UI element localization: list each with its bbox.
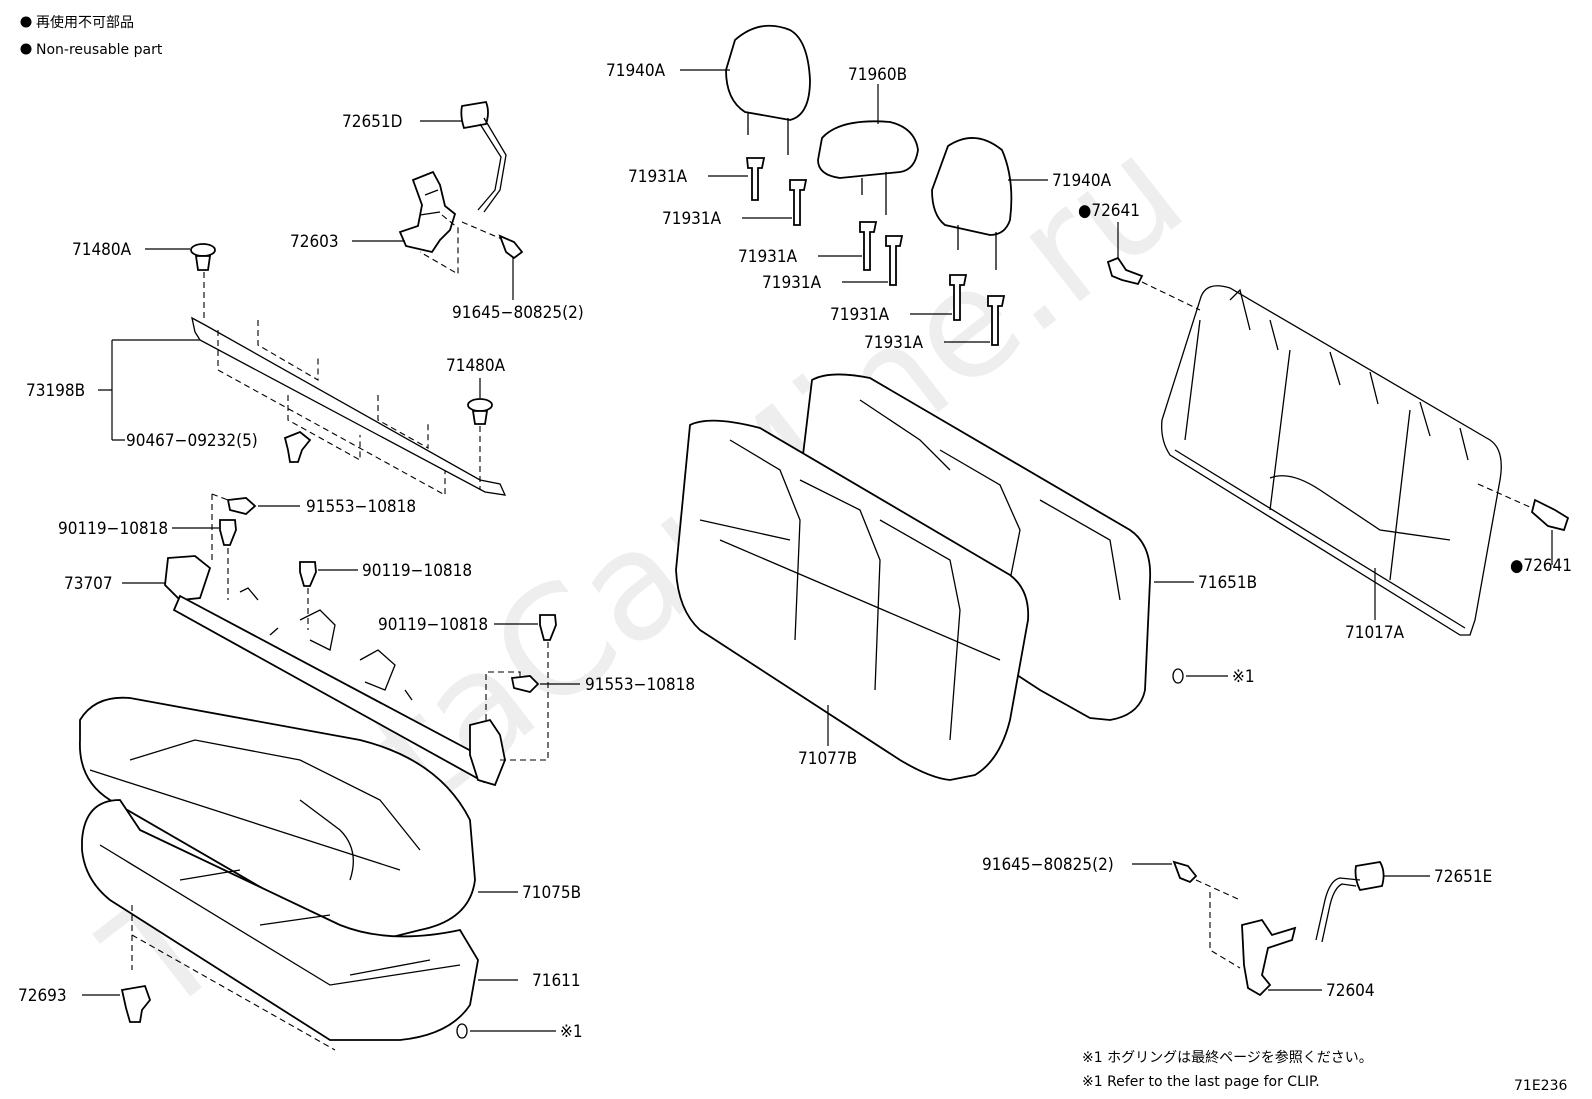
label-71931A-3[interactable]: 71931A [738, 247, 798, 267]
label-73707[interactable]: 73707 [64, 574, 113, 594]
part-90467: 90467−09232(5) [126, 430, 312, 463]
part-71075B: 71075B [79, 696, 581, 941]
part-71480A-mid: 71480A [446, 356, 506, 490]
note-jp: ※1 ホグリングは最終ページを参照ください。 [1082, 1049, 1373, 1066]
label-71077B[interactable]: 71077B [798, 749, 857, 769]
label-90119-left[interactable]: 90119−10818 [58, 519, 168, 539]
part-71931A-4: 71931A [762, 235, 904, 293]
label-71480A-upper[interactable]: 71480A [72, 240, 132, 260]
part-73198B: 73198B [26, 316, 507, 496]
part-71480A-upper: 71480A [72, 240, 216, 320]
bullet-icon [20, 43, 32, 55]
label-71931A-6[interactable]: 71931A [864, 333, 924, 353]
part-91553-lower: 91553−10818 [510, 675, 695, 695]
bullet-icon [20, 16, 32, 28]
label-71480A-mid[interactable]: 71480A [446, 356, 506, 376]
part-71611: 71611 ※1 [81, 799, 583, 1051]
part-91645-lower: 91645−80825(2) [982, 855, 1241, 969]
part-71077B: 71077B [675, 419, 1030, 781]
part-71940A-right: 71940A [931, 137, 1112, 270]
part-72641-bottom: ●72641 [1477, 483, 1572, 576]
label-90467[interactable]: 90467−09232(5) [126, 431, 258, 451]
label-72641-top[interactable]: ●72641 [1078, 201, 1140, 221]
part-73707: 73707 [64, 555, 549, 787]
part-72641-top: ●72641 [1078, 201, 1201, 311]
part-72603: 72603 [290, 170, 459, 275]
label-71960B[interactable]: 71960B [848, 65, 907, 85]
part-71931A-5: 71931A [830, 274, 968, 325]
label-71651B[interactable]: 71651B [1198, 573, 1257, 593]
label-71931A-1[interactable]: 71931A [628, 167, 688, 187]
note-en: ※1 Refer to the last page for CLIP. [1082, 1074, 1320, 1090]
part-71931A-6: 71931A [864, 295, 1006, 353]
label-72651E[interactable]: 72651E [1434, 867, 1492, 887]
part-72651D: 72651D [342, 100, 507, 213]
part-90119-center: 90119−10818 [299, 561, 472, 630]
label-91645-lower[interactable]: 91645−80825(2) [982, 855, 1114, 875]
legend: 再使用不可部品 Non-reusable part [20, 14, 163, 58]
part-91645-upper: 91645−80825(2) [452, 221, 584, 323]
label-71931A-5[interactable]: 71931A [830, 305, 890, 325]
label-72641-bottom[interactable]: ●72641 [1510, 556, 1572, 576]
label-91645-upper[interactable]: 91645−80825(2) [452, 303, 584, 323]
label-71075B[interactable]: 71075B [522, 883, 581, 903]
label-71611[interactable]: 71611 [532, 971, 581, 991]
part-91553-upper: 91553−10818 [211, 493, 416, 517]
label-90119-center[interactable]: 90119−10818 [362, 561, 472, 581]
label-71931A-4[interactable]: 71931A [762, 273, 822, 293]
label-71017A[interactable]: 71017A [1345, 623, 1405, 643]
legend-jp: 再使用不可部品 [36, 14, 134, 31]
label-71940A-left[interactable]: 71940A [606, 61, 666, 81]
label-72651D[interactable]: 72651D [342, 112, 402, 132]
part-90119-left: 90119−10818 [58, 494, 237, 600]
part-71017A: 71017A [1161, 285, 1502, 643]
label-71940A-right[interactable]: 71940A [1052, 171, 1112, 191]
part-71940A-left: 71940A [606, 24, 811, 155]
label-72693[interactable]: 72693 [18, 986, 67, 1006]
label-71931A-2[interactable]: 71931A [662, 209, 722, 229]
part-71931A-3: 71931A [738, 221, 878, 271]
label-73198B[interactable]: 73198B [26, 381, 85, 401]
part-72693: 72693 [18, 984, 152, 1023]
label-90119-right[interactable]: 90119−10818 [378, 615, 488, 635]
legend-en: Non-reusable part [36, 42, 163, 58]
label-72603[interactable]: 72603 [290, 232, 339, 252]
ref-71611[interactable]: ※1 [560, 1022, 583, 1042]
label-91553-lower[interactable]: 91553−10818 [585, 675, 695, 695]
part-71960B: 71960B [817, 65, 919, 215]
label-91553-upper[interactable]: 91553−10818 [306, 497, 416, 517]
part-72604: 72604 [1241, 918, 1375, 1001]
part-90119-right: 90119−10818 [378, 614, 557, 641]
part-72651E: 72651E [1315, 861, 1492, 943]
part-71931A-2: 71931A [662, 179, 808, 229]
ref-71651B[interactable]: ※1 [1232, 667, 1255, 687]
label-72604[interactable]: 72604 [1326, 981, 1375, 1001]
diagram-code: 71E236 [1514, 1078, 1567, 1094]
part-71931A-1: 71931A [628, 157, 766, 201]
